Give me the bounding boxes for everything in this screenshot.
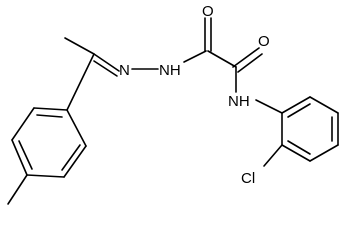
atom-label-nh-amide: NH bbox=[228, 93, 250, 110]
bond-nh-aryl bbox=[255, 99, 283, 114]
bond-c-n-imine-double-1 bbox=[93, 53, 120, 72]
bond-imine-c-tolyl bbox=[66, 53, 95, 111]
bond-carbonyl-2-o-a bbox=[232, 47, 260, 68]
bond-tolyl-methyl bbox=[7, 174, 28, 205]
bond-carbonyl-carbonyl bbox=[207, 50, 237, 68]
chlorophenyl-ring bbox=[281, 96, 339, 162]
bond-nh-carbonyl-1 bbox=[183, 50, 207, 63]
bond-carbonyl-2-o-b bbox=[237, 53, 263, 73]
bond-aryl-cl bbox=[263, 144, 283, 167]
atom-label-nh-hydrazide: NH bbox=[159, 62, 181, 79]
chemical-structure-diagram: O O N NH NH Cl bbox=[7, 3, 339, 205]
tolyl-ring bbox=[11, 107, 87, 178]
bond-imine-c-methyl bbox=[64, 37, 95, 55]
atom-label-chlorine: Cl bbox=[241, 170, 255, 187]
atom-label-o-lower: O bbox=[258, 33, 270, 50]
atom-label-o-upper: O bbox=[202, 3, 214, 20]
atom-label-n-imine: N bbox=[119, 62, 130, 79]
bond-c-n-imine-double-2 bbox=[93, 60, 118, 77]
